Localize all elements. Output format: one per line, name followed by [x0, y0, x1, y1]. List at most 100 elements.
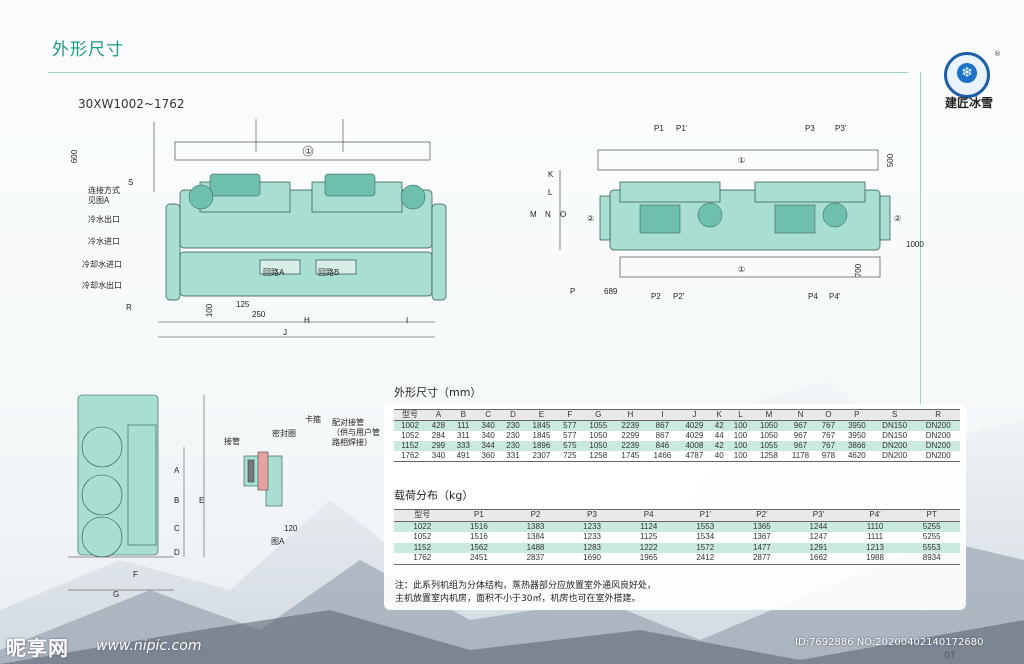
- table-cell: 1365: [733, 521, 791, 532]
- table-cell: 967: [793, 431, 808, 440]
- page-title: 外形尺寸: [52, 40, 124, 60]
- table-cell: 1055: [752, 441, 785, 451]
- table-cell: 42: [710, 420, 729, 431]
- column-header: L: [728, 409, 753, 421]
- table-cell: 8934: [903, 553, 960, 565]
- fig-seal-label: 密封圈: [272, 429, 296, 438]
- table-cell: 1178: [784, 451, 816, 462]
- front-view-drawing: [153, 119, 447, 338]
- table-cell: 1845: [532, 431, 551, 440]
- column-header: M: [752, 409, 785, 421]
- table-cell: 230: [506, 431, 520, 440]
- table-cell: 100: [733, 431, 748, 440]
- table-cell: DN200: [872, 441, 917, 451]
- table-cell: 967: [784, 441, 816, 451]
- table-cell: DN150: [872, 420, 917, 431]
- table-cell: 5255: [922, 532, 941, 541]
- label-P1: P1: [654, 124, 664, 133]
- table-cell: 340: [481, 431, 495, 440]
- column-header: J: [678, 409, 711, 421]
- label-D: D: [174, 548, 180, 557]
- page-number: 07: [944, 651, 956, 661]
- brand-name: 建匠冰雪: [944, 96, 993, 110]
- table-cell: 1745: [614, 451, 647, 462]
- label-cool-in: 冷却水进口: [82, 260, 122, 269]
- label-A: A: [174, 466, 180, 475]
- table-cell: 2307: [525, 451, 558, 462]
- label-P2: P2: [651, 292, 661, 301]
- table-cell: 1213: [846, 542, 904, 553]
- loads-title: 载荷分布（kg）: [394, 489, 474, 502]
- figure-a-drawing: [243, 451, 283, 507]
- table-cell: 967: [784, 420, 816, 431]
- label-R: R: [126, 303, 132, 312]
- table-cell: 340: [426, 451, 451, 462]
- frame-top-line: [48, 72, 908, 73]
- table-cell: 1291: [790, 542, 847, 553]
- label-125: 125: [236, 300, 250, 309]
- table-cell: 867: [655, 431, 670, 440]
- table-cell: 1965: [620, 553, 677, 565]
- table-cell: 111: [450, 420, 476, 431]
- table-cell: 1050: [582, 441, 615, 451]
- column-header: N: [784, 409, 816, 421]
- label-circle-1c: ①: [738, 265, 746, 274]
- label-circuit-a: 回路A: [263, 268, 285, 277]
- table-cell: 331: [500, 451, 526, 462]
- label-circle-2a: ②: [587, 214, 595, 223]
- table-cell: DN200: [916, 451, 960, 462]
- column-header: 型号: [394, 509, 451, 522]
- table-cell: 491: [450, 451, 476, 462]
- table-cell: 1052: [401, 431, 419, 440]
- table-cell: 5553: [903, 542, 960, 553]
- column-header: K: [710, 409, 729, 421]
- label-circle-2b: ②: [894, 214, 902, 223]
- table-cell: 1052: [413, 532, 432, 541]
- column-header: I: [646, 409, 679, 421]
- label-P3: P3: [805, 124, 815, 133]
- table-cell: 1050: [589, 431, 608, 440]
- table-cell: 1562: [450, 542, 508, 553]
- fig-mate-label: 配对接管 （供与用户管 路相焊接）: [332, 418, 380, 447]
- table-cell: DN200: [916, 420, 960, 431]
- table-cell: 1367: [752, 532, 771, 541]
- table-cell: 1050: [760, 431, 778, 440]
- table-cell: 1244: [790, 521, 847, 532]
- table-cell: 1553: [676, 521, 734, 532]
- label-circle-1b: ①: [738, 156, 746, 165]
- table-cell: 1384: [526, 532, 545, 541]
- table-cell: 1247: [809, 532, 828, 541]
- frame-right-line: [920, 72, 921, 612]
- table-cell: 44: [714, 431, 724, 440]
- table-cell: 1572: [676, 542, 734, 553]
- table-cell: 4787: [678, 451, 711, 462]
- table-cell: 4029: [685, 431, 704, 440]
- table-cell: 333: [450, 441, 476, 451]
- label-cold-out: 冷水出口: [88, 215, 120, 224]
- table-cell: 725: [557, 451, 583, 462]
- fig-caption: 图A: [271, 537, 285, 546]
- label-circuit-b: 回路B: [318, 268, 340, 277]
- label-P: P: [570, 287, 576, 296]
- table-cell: 100: [728, 451, 753, 462]
- table-cell: 767: [815, 441, 841, 451]
- column-header: 型号: [394, 409, 427, 421]
- table-cell: 1488: [507, 542, 564, 553]
- table-cell: 1845: [525, 420, 558, 431]
- table-cell: 1050: [752, 420, 785, 431]
- label-circle-1a: ①: [305, 147, 313, 156]
- snowflake-icon: ❄: [957, 63, 977, 83]
- table-cell: 1152: [394, 441, 427, 451]
- label-500: 500: [886, 153, 896, 168]
- column-header: D: [500, 409, 526, 421]
- table-cell: 4008: [678, 441, 711, 451]
- watermark-site: 昵享网: [6, 636, 69, 660]
- column-header: F: [557, 409, 583, 421]
- table-cell: 2412: [676, 553, 734, 565]
- table-cell: DN200: [916, 441, 960, 451]
- table-cell: 2239: [614, 441, 647, 451]
